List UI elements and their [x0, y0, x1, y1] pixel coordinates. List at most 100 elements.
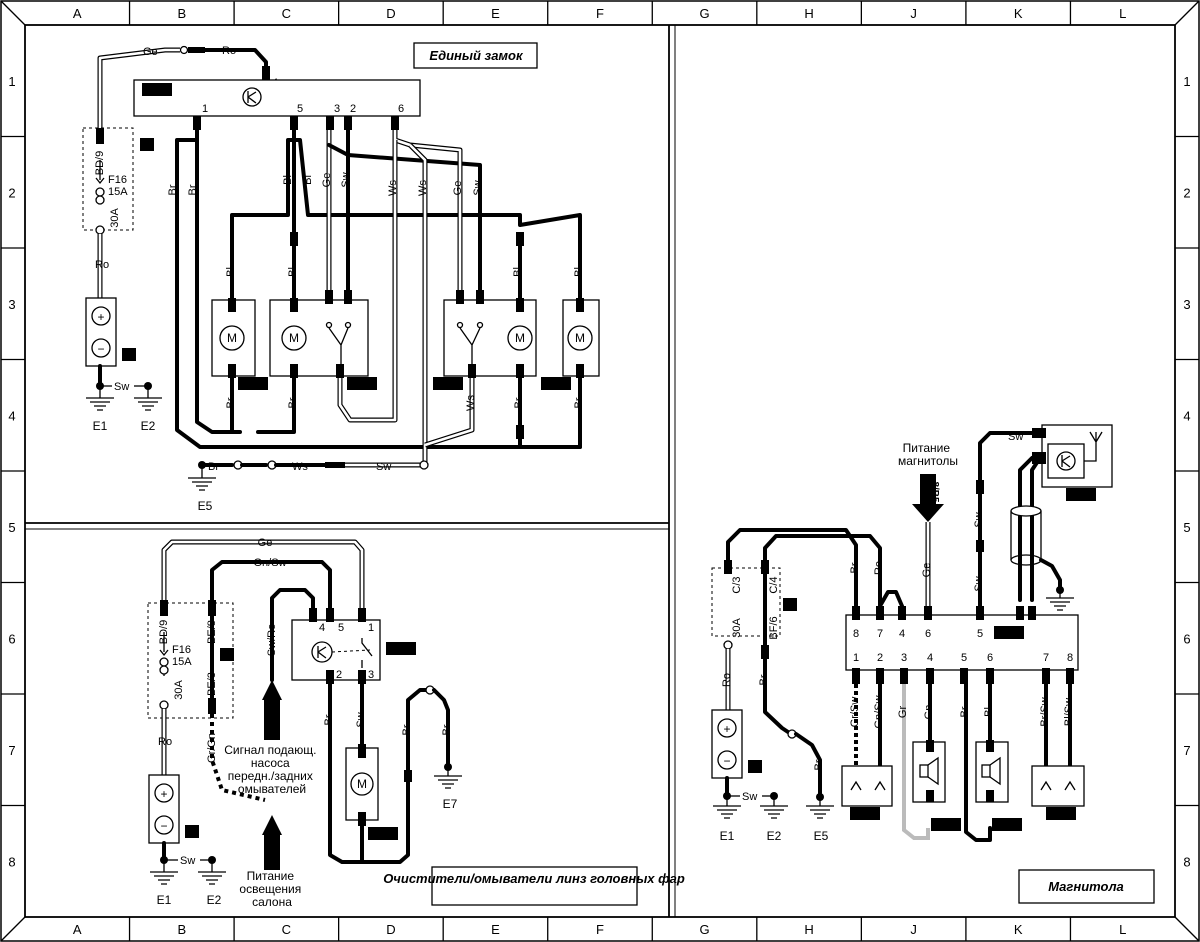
svg-text:Sw: Sw: [340, 172, 352, 187]
motor-icon-181: [350, 772, 374, 796]
grid-row-left: 7: [8, 743, 15, 758]
arrow-10-text: Сигнал подающ. насоса передн./задних омы…: [224, 743, 320, 796]
svg-text:F16: F16: [108, 174, 127, 186]
radio-power-text: Питание магнитолы: [898, 441, 958, 468]
svg-text:Bl: Bl: [512, 267, 524, 277]
svg-text:Gr: Gr: [897, 706, 909, 719]
panel-title-2: Очистители/омыватели линз головных фар: [383, 871, 685, 886]
panel-title-box: [413, 42, 538, 69]
grid-col-bottom: L: [1119, 922, 1126, 937]
motor-icon: [219, 325, 245, 351]
svg-text:171: 171: [1000, 627, 1018, 639]
svg-text:Ge: Ge: [921, 563, 933, 578]
svg-text:6: 6: [398, 103, 404, 115]
radio-connector-pin: [926, 668, 934, 684]
grid-col-bottom: D: [386, 922, 395, 937]
svg-text:Br: Br: [167, 184, 179, 195]
svg-text:Sw: Sw: [973, 512, 985, 527]
amplifier-icon: [1056, 451, 1076, 471]
svg-text:Gn/Sw: Gn/Sw: [873, 695, 885, 728]
component-172-right: [1031, 765, 1085, 807]
svg-text:Br: Br: [287, 397, 299, 408]
radio-connector-pin: [986, 668, 994, 684]
svg-text:Br: Br: [849, 562, 861, 573]
svg-text:Ws: Ws: [465, 395, 477, 411]
svg-text:162: 162: [353, 378, 371, 390]
grid-col-bottom: B: [177, 922, 186, 937]
svg-text:−: −: [160, 819, 167, 833]
grid-row-right: 4: [1183, 408, 1190, 423]
svg-text:30A: 30A: [109, 208, 121, 228]
svg-text:E5: E5: [814, 829, 829, 843]
svg-text:Sw: Sw: [114, 381, 129, 393]
svg-text:30A: 30A: [173, 680, 185, 700]
svg-text:Ws: Ws: [387, 180, 399, 196]
svg-text:Ge: Ge: [452, 181, 464, 196]
svg-text:Ro: Ro: [222, 45, 236, 57]
component-160: [133, 79, 421, 117]
svg-text:Br: Br: [208, 461, 219, 473]
svg-text:170: 170: [1072, 489, 1091, 501]
svg-text:BE/3: BE/3: [206, 672, 218, 696]
antenna-icon: [1084, 431, 1103, 462]
grid-row-right: 5: [1183, 520, 1190, 535]
svg-text:−: −: [723, 754, 730, 768]
svg-text:Br: Br: [513, 397, 525, 408]
svg-text:M: M: [515, 331, 525, 345]
svg-text:Sw: Sw: [180, 855, 195, 867]
grid-col-top: G: [699, 6, 709, 21]
svg-text:Sw: Sw: [472, 180, 484, 195]
svg-text:E2: E2: [207, 893, 222, 907]
grid-col-bottom: F: [596, 922, 604, 937]
grid-col-top: B: [177, 6, 186, 21]
svg-text:1: 1: [126, 349, 132, 361]
svg-text:Bl: Bl: [287, 267, 299, 277]
svg-text:Bl: Bl: [573, 267, 585, 277]
svg-text:E1: E1: [93, 419, 108, 433]
svg-text:6: 6: [224, 649, 231, 661]
svg-text:Sw: Sw: [376, 461, 391, 473]
svg-text:172: 172: [856, 808, 874, 820]
svg-text:Ge: Ge: [143, 46, 158, 58]
svg-text:Br: Br: [323, 714, 335, 725]
svg-text:Ro: Ro: [873, 561, 885, 575]
svg-text:E2: E2: [141, 419, 156, 433]
grid-row-left: 4: [8, 408, 15, 423]
grid-col-bottom: G: [699, 922, 709, 937]
radio-connector-pin: [852, 668, 860, 684]
svg-text:6: 6: [144, 139, 151, 151]
grid-row-left: 3: [8, 297, 15, 312]
svg-text:Bl: Bl: [983, 707, 995, 717]
svg-text:30A: 30A: [731, 618, 743, 638]
arrow-8-text: Питание освещения салона: [239, 869, 304, 909]
svg-text:C/3: C/3: [731, 576, 743, 593]
panel-title-box-2: [431, 866, 638, 906]
arrow-8-b5: [262, 815, 282, 870]
svg-text:181: 181: [374, 828, 392, 840]
grid-col-bottom: J: [910, 922, 917, 937]
svg-text:Br: Br: [959, 706, 971, 717]
svg-text:15A: 15A: [108, 186, 128, 198]
component-171: [845, 614, 1079, 671]
svg-text:8: 8: [853, 628, 859, 640]
svg-text:Ws: Ws: [292, 461, 308, 473]
arrow-8-b5-radio: [912, 474, 944, 522]
svg-text:F16: F16: [172, 644, 191, 656]
grid-col-top: D: [386, 6, 395, 21]
svg-text:E1: E1: [720, 829, 735, 843]
svg-text:Ro: Ro: [95, 259, 109, 271]
speaker-icon-2: [981, 764, 991, 778]
grid-row-right: 7: [1183, 743, 1190, 758]
svg-text:Gn: Gn: [923, 705, 935, 720]
svg-text:+: +: [160, 787, 167, 801]
svg-text:1: 1: [853, 652, 859, 664]
grid-col-top: J: [910, 6, 917, 21]
panel-title-3: Магнитола: [1048, 879, 1124, 894]
svg-text:Ge: Ge: [258, 537, 273, 549]
svg-text:7: 7: [1043, 652, 1049, 664]
arrow-10-g8: [262, 680, 282, 740]
panel-headlamp-washer: Очистители/омыватели линз головных фар G…: [147, 537, 685, 909]
svg-text:3: 3: [334, 103, 340, 115]
